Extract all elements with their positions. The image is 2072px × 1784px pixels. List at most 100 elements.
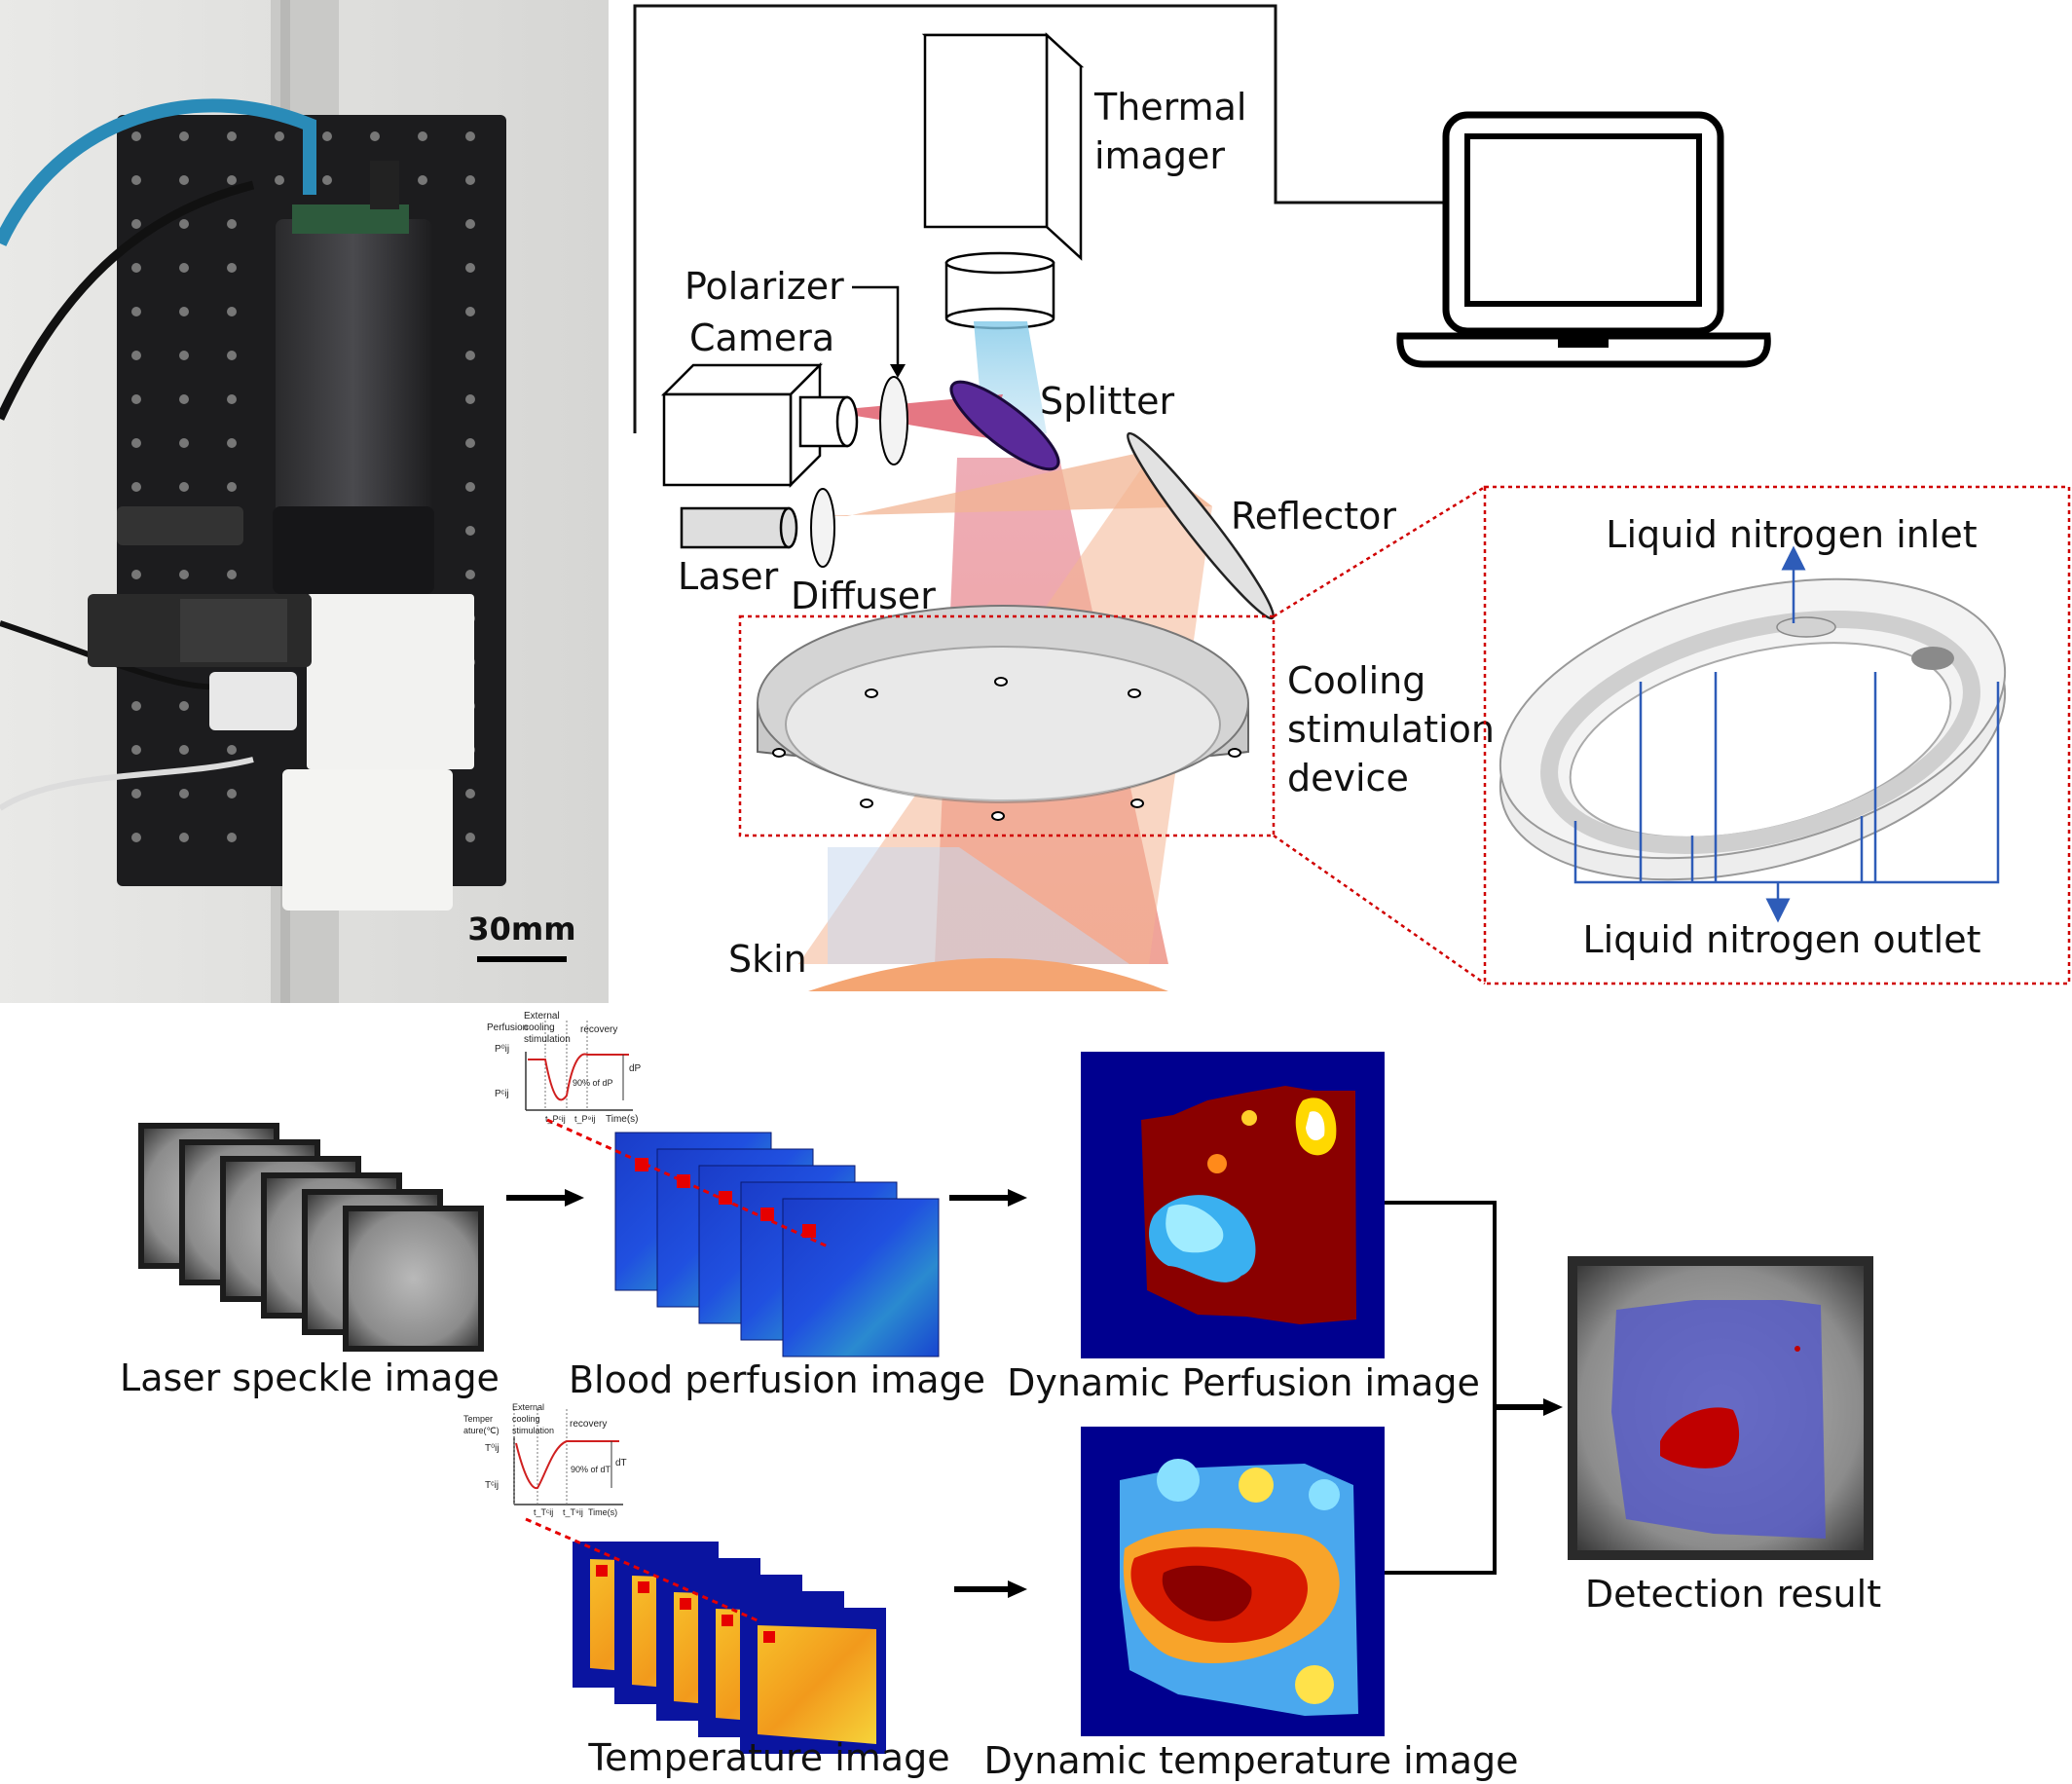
svg-text:cooling: cooling xyxy=(512,1414,540,1424)
breadboard-hole xyxy=(131,570,141,579)
breadboard-hole xyxy=(227,263,237,273)
svg-text:dP: dP xyxy=(629,1063,642,1074)
data-cable xyxy=(633,4,1446,433)
breadboard-hole xyxy=(465,263,475,273)
svg-text:Temper: Temper xyxy=(463,1414,493,1424)
label-blood-perfusion: Blood perfusion image xyxy=(569,1358,985,1401)
label-splitter: Splitter xyxy=(1040,380,1175,423)
inset-frame xyxy=(1483,485,2071,985)
scale-bar xyxy=(477,956,567,962)
svg-text:Pᶜij: Pᶜij xyxy=(495,1089,509,1099)
label-outlet: Liquid nitrogen outlet xyxy=(1582,918,1980,961)
breadboard-hole xyxy=(131,131,141,141)
breadboard-hole xyxy=(465,526,475,536)
svg-text:T⁰ij: T⁰ij xyxy=(485,1443,500,1454)
laser-icon xyxy=(680,506,791,549)
svg-text:t_P⁹ij: t_P⁹ij xyxy=(574,1114,595,1124)
splitter-icon xyxy=(949,380,1060,471)
breadboard-hole xyxy=(465,219,475,229)
camera-beam xyxy=(816,394,1003,438)
perfusion-curve-chart: Perfusion External cooling stimulation r… xyxy=(487,1011,642,1125)
breadboard-hole xyxy=(179,351,189,360)
breadboard-hole xyxy=(227,351,237,360)
label-thermal: Thermal xyxy=(1093,86,1247,129)
breadboard-hole xyxy=(227,438,237,448)
svg-text:t_Pᶜij: t_Pᶜij xyxy=(545,1114,566,1124)
breadboard-hole xyxy=(465,175,475,185)
ring-port xyxy=(860,799,873,808)
svg-text:t_T⁹ij: t_T⁹ij xyxy=(563,1507,583,1517)
thermal-imager-icon xyxy=(921,32,1085,330)
temperature-curve-chart: Temper ature(℃) External cooling stimula… xyxy=(463,1402,627,1517)
breadboard-hole xyxy=(131,438,141,448)
label-polarizer: Polarizer xyxy=(684,265,844,308)
label-diffuser: Diffuser xyxy=(791,575,936,617)
skin-surface xyxy=(808,958,1168,991)
breadboard-hole xyxy=(179,438,189,448)
ring-ports xyxy=(772,677,1241,821)
breadboard-hole xyxy=(227,394,237,404)
breadboard-hole xyxy=(227,789,237,799)
temperature-stack xyxy=(525,1517,886,1754)
cooling-device-highlight xyxy=(738,614,1276,837)
ring-port xyxy=(772,748,786,758)
label-dynamic-temperature: Dynamic temperature image xyxy=(984,1739,1519,1782)
label-imager: imager xyxy=(1094,134,1225,177)
ring-port xyxy=(1130,799,1144,808)
dynamic-temperature-map xyxy=(1081,1427,1385,1736)
breadboard-hole xyxy=(465,570,475,579)
svg-text:Tᶜij: Tᶜij xyxy=(485,1480,499,1491)
label-cooling: Cooling xyxy=(1287,659,1425,702)
svg-text:Time(s): Time(s) xyxy=(588,1507,617,1517)
breadboard-hole xyxy=(179,701,189,711)
laptop-icon xyxy=(1396,111,1771,368)
breadboard-hole xyxy=(131,219,141,229)
breadboard-hole xyxy=(131,482,141,492)
laser-beam-to-reflector xyxy=(808,453,1212,516)
svg-text:90% of dT: 90% of dT xyxy=(571,1465,611,1474)
label-laser-speckle: Laser speckle image xyxy=(120,1357,500,1399)
label-dynamic-perfusion: Dynamic Perfusion image xyxy=(1007,1361,1480,1404)
svg-text:External: External xyxy=(524,1011,560,1022)
svg-text:dT: dT xyxy=(615,1458,627,1468)
thermal-camera-body xyxy=(276,219,431,570)
breadboard-hole xyxy=(131,263,141,273)
beam-splitter-housing xyxy=(307,594,474,769)
detection-result-image xyxy=(1568,1256,1873,1560)
polarizer-pointer xyxy=(852,285,900,372)
breadboard-hole xyxy=(465,131,475,141)
breadboard-hole xyxy=(179,131,189,141)
polarizer-icon xyxy=(879,376,908,465)
breadboard-hole xyxy=(131,175,141,185)
breadboard-hole xyxy=(179,394,189,404)
breadboard-hole xyxy=(131,701,141,711)
breadboard-hole xyxy=(131,833,141,842)
label-stimulation: stimulation xyxy=(1287,708,1495,751)
breadboard-hole xyxy=(179,175,189,185)
network-cable xyxy=(0,98,316,246)
dynamic-perfusion-map xyxy=(1081,1052,1385,1358)
breadboard-hole xyxy=(227,175,237,185)
device-photo: 30mm xyxy=(0,0,609,1003)
svg-text:P⁰ij: P⁰ij xyxy=(495,1044,509,1055)
breadboard-hole xyxy=(227,482,237,492)
ring-port xyxy=(994,677,1008,687)
breadboard-hole xyxy=(322,131,332,141)
breadboard-hole xyxy=(465,789,475,799)
label-inlet: Liquid nitrogen inlet xyxy=(1606,513,1977,556)
breadboard-hole xyxy=(131,789,141,799)
breadboard-hole xyxy=(131,307,141,316)
diffuser-icon xyxy=(810,488,835,568)
breadboard-hole xyxy=(465,438,475,448)
cooling-ring-holder xyxy=(282,769,453,911)
breadboard-hole xyxy=(227,570,237,579)
label-detection: Detection result xyxy=(1585,1573,1881,1616)
breadboard-hole xyxy=(465,351,475,360)
setup-schematic: Thermal imager Polarizer Camera Splitter… xyxy=(633,4,1771,991)
svg-text:External: External xyxy=(512,1402,544,1412)
pipeline: Laser speckle image Perfusion External c… xyxy=(120,1011,1881,1782)
breadboard-hole xyxy=(179,219,189,229)
ring-port xyxy=(1128,688,1141,698)
blood-perfusion-stack xyxy=(546,1118,940,1357)
